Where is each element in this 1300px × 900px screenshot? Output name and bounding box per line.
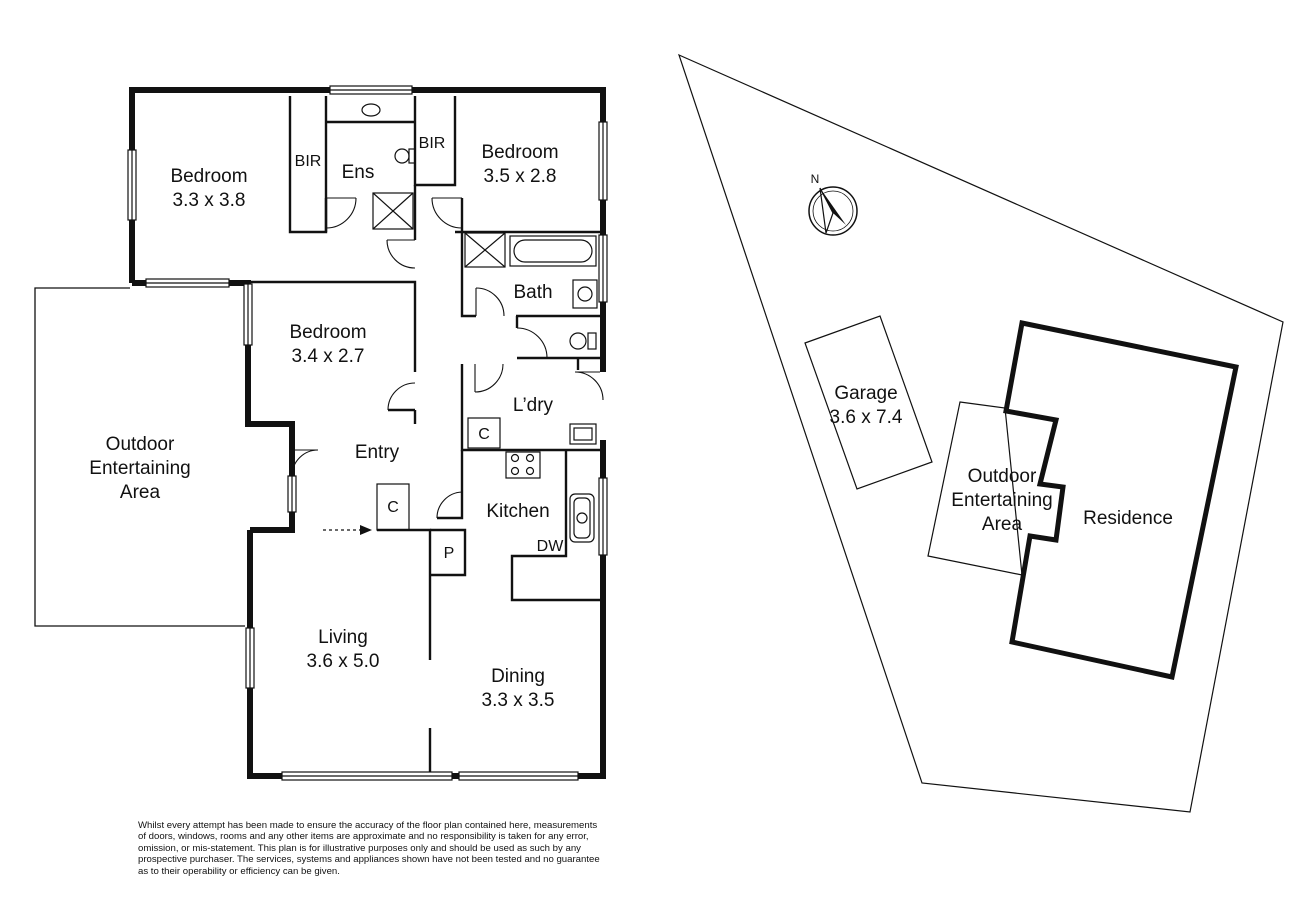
pantry-label: P: [444, 545, 455, 562]
site-plan: N Garage 3.6 x 7.4 Outdoor Entertaining …: [678, 53, 1284, 813]
bedroom-mid-size: 3.4 x 2.7: [292, 346, 365, 367]
outdoor-area-outline: [34, 287, 245, 627]
living-name: Living: [318, 627, 368, 648]
outdoor-label-line1: Outdoor: [106, 434, 175, 455]
garage-size: 3.6 x 7.4: [830, 407, 903, 428]
interior-walls: [248, 96, 600, 772]
entry-arrow: [360, 525, 372, 535]
living-size: 3.6 x 5.0: [307, 651, 380, 672]
disclaimer-line: omission, or mis-statement. This plan is…: [138, 842, 581, 854]
dining-name: Dining: [491, 666, 545, 687]
entry-cupboard-label: C: [387, 499, 399, 516]
residence-outline: [1003, 320, 1239, 680]
bedroom-right-size: 3.5 x 2.8: [484, 166, 557, 187]
site-outdoor-line2: Entertaining: [951, 490, 1052, 511]
site-outdoor-line3: Area: [982, 514, 1023, 535]
garage-outline: [804, 315, 933, 490]
disclaimer-line: of doors, windows, rooms and any other i…: [138, 831, 589, 843]
disclaimer-line: prospective purchaser. The services, sys…: [138, 854, 600, 866]
bedroom-main-name: Bedroom: [170, 166, 247, 187]
bir-left-label: BIR: [295, 153, 322, 170]
floor-plan-labels: Bedroom 3.3 x 3.8 BIR Ens BIR Bedroom 3.…: [89, 135, 564, 711]
disclaimer-line: as to their operability or efficiency ca…: [138, 865, 340, 877]
laundry-label: L’dry: [513, 395, 554, 416]
kitchen-label: Kitchen: [486, 501, 549, 522]
compass-north-label: N: [811, 172, 820, 186]
site-outdoor-line1: Outdoor: [968, 466, 1037, 487]
compass-icon: N: [808, 172, 858, 236]
bedroom-right-name: Bedroom: [481, 142, 558, 163]
ensuite-label: Ens: [342, 162, 375, 183]
garage-name: Garage: [834, 383, 897, 404]
bedroom-mid-name: Bedroom: [289, 322, 366, 343]
entry-label: Entry: [355, 442, 400, 463]
disclaimer-line: Whilst every attempt has been made to en…: [138, 820, 598, 831]
residence-label: Residence: [1083, 508, 1173, 529]
floor-plan: Bedroom 3.3 x 3.8 BIR Ens BIR Bedroom 3.…: [34, 85, 608, 781]
fixtures: [323, 103, 598, 543]
dining-size: 3.3 x 3.5: [482, 690, 555, 711]
bath-label: Bath: [513, 282, 552, 303]
doors: [291, 197, 604, 519]
site-boundary: [678, 53, 1284, 813]
site-outdoor-outline: [927, 401, 1023, 576]
bir-right-label: BIR: [419, 135, 446, 152]
dishwasher-label: DW: [537, 538, 565, 555]
outdoor-label-line2: Entertaining: [89, 458, 190, 479]
windows: [127, 85, 608, 781]
disclaimer-text: Whilst every attempt has been made to en…: [138, 820, 678, 877]
laundry-cupboard-label: C: [478, 426, 490, 443]
outdoor-label-line3: Area: [120, 482, 161, 503]
bedroom-main-size: 3.3 x 3.8: [173, 190, 246, 211]
